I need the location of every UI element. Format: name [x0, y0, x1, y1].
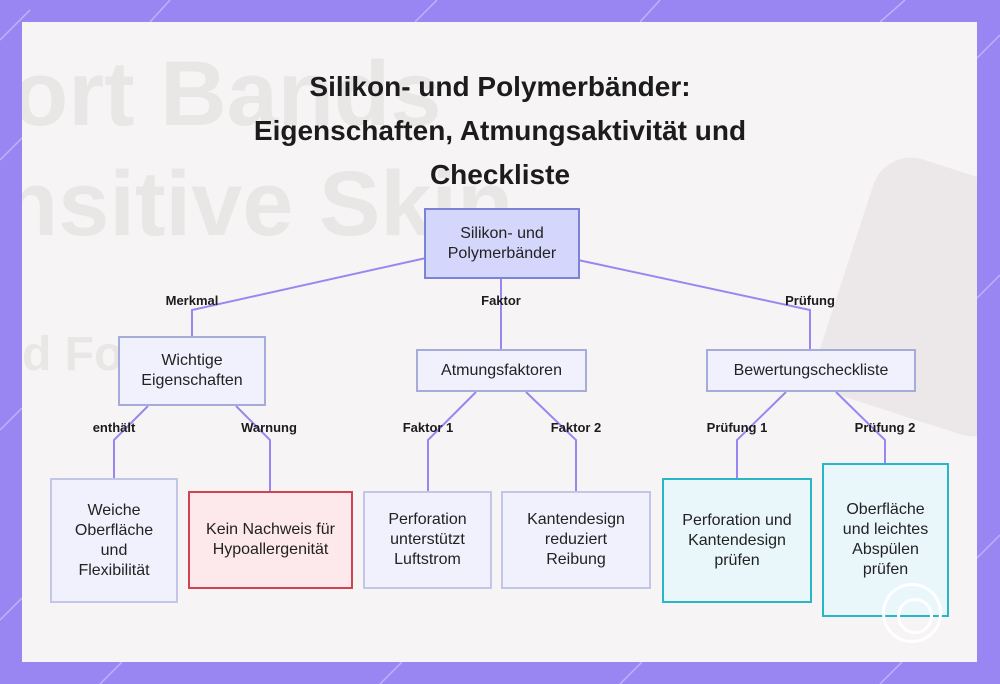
node-kein-nachweis: Kein Nachweis für Hypoallergenität	[188, 491, 353, 589]
node-kantendesign: Kantendesign reduziert Reibung	[501, 491, 651, 589]
edge-breath-edge	[525, 391, 577, 491]
title-line-1: Silikon- und Polymerbänder:	[309, 71, 691, 102]
edge-label-pruefung: Prüfung	[785, 293, 835, 308]
node-atmungsfaktoren: Atmungsfaktoren	[416, 349, 587, 392]
node-weiche-oberflaeche: Weiche Oberfläche und Flexibilität	[50, 478, 178, 603]
edge-label-warnung: Warnung	[241, 420, 297, 435]
node-perforation: Perforation unterstützt Luftstrom	[363, 491, 492, 589]
edge-checklist-check2	[835, 391, 886, 463]
edge-root-checklist	[577, 259, 811, 350]
node-pruefung-perforation: Perforation und Kantendesign prüfen	[662, 478, 812, 603]
edge-props-soft	[113, 405, 149, 478]
edge-label-pruefung-2: Prüfung 2	[854, 420, 916, 435]
edge-props-noproof	[235, 405, 271, 491]
background-text-1: ort Bands	[22, 43, 442, 145]
edge-label-pruefung-1: Prüfung 1	[706, 420, 768, 435]
node-root: Silikon- und Polymerbänder	[424, 208, 580, 279]
edge-root-props	[191, 257, 427, 336]
edge-label-enthaelt: enthält	[92, 420, 136, 435]
edge-label-merkmal: Merkmal	[165, 293, 219, 308]
edge-checklist-check1	[736, 391, 787, 478]
background-text-3: d Fo	[22, 328, 124, 381]
title-line-3: Checkliste	[429, 159, 571, 190]
edge-label-faktor: Faktor	[481, 293, 521, 308]
title-line-2: Eigenschaften, Atmungsaktivität und	[253, 115, 747, 146]
edge-label-faktor-1: Faktor 1	[402, 420, 454, 435]
watermark-logo-icon	[882, 583, 942, 643]
diagram-title: Silikon- und Polymerbänder: Eigenschafte…	[200, 65, 800, 197]
node-bewertungscheckliste: Bewertungscheckliste	[706, 349, 916, 392]
edge-breath-perf	[427, 391, 477, 491]
node-wichtige-eigenschaften: Wichtige Eigenschaften	[118, 336, 266, 406]
edge-label-faktor-2: Faktor 2	[550, 420, 602, 435]
